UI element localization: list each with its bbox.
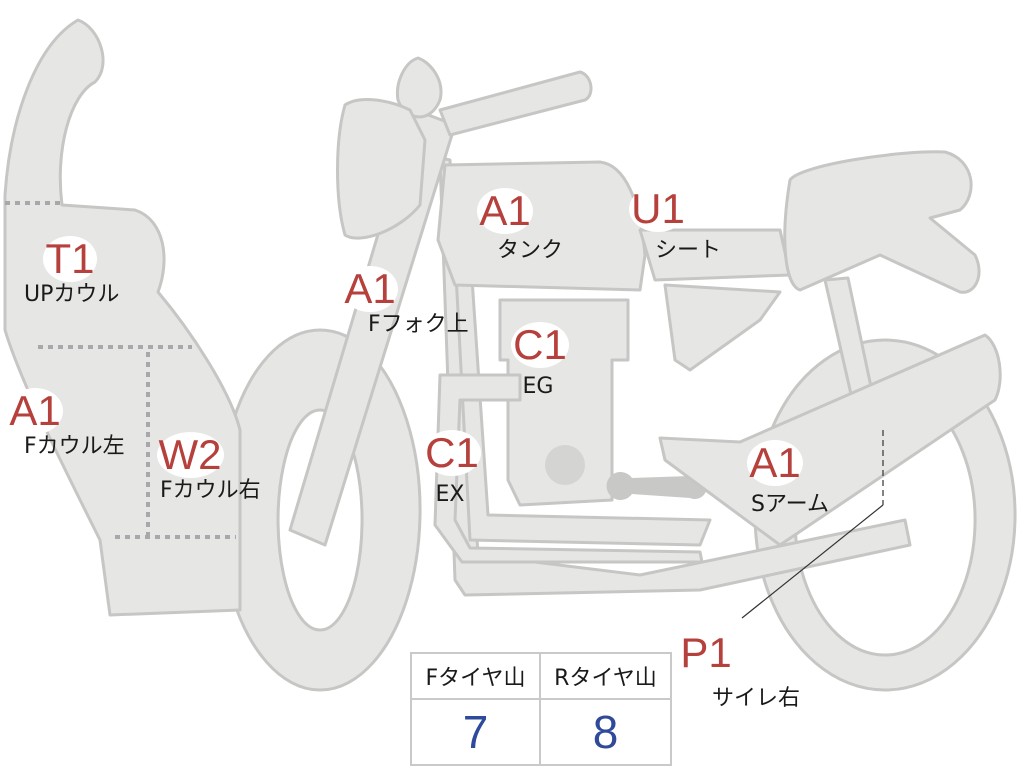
damage-code: A1 bbox=[747, 439, 803, 486]
foot-peg bbox=[606, 472, 707, 500]
label-engine: C1 EG bbox=[490, 322, 590, 400]
part-name: Fカウル右 bbox=[160, 478, 261, 503]
silencer-leader bbox=[741, 430, 884, 619]
label-tank: A1 タンク bbox=[460, 188, 580, 264]
damage-code: A1 bbox=[477, 187, 533, 234]
label-f-cowl-right: W2 Fカウル右 bbox=[150, 432, 270, 504]
part-name: EX bbox=[435, 482, 465, 507]
damage-code: U1 bbox=[629, 185, 687, 232]
label-up-cowl: T1 UPカウル bbox=[10, 236, 130, 308]
front-tire-value: 7 bbox=[412, 700, 541, 764]
label-swing-arm: A1 Sアーム bbox=[730, 440, 850, 518]
part-name: UPカウル bbox=[24, 282, 120, 307]
cowl-section-lines bbox=[5, 201, 236, 540]
part-name: シート bbox=[654, 238, 721, 263]
tail-cowl bbox=[783, 150, 981, 294]
damage-code: A1 bbox=[342, 265, 398, 312]
label-f-cowl-left: A1 Fカウル左 bbox=[0, 388, 140, 460]
front-fork bbox=[288, 108, 457, 547]
front-cowl bbox=[3, 18, 242, 617]
swing-arm bbox=[658, 333, 1002, 547]
part-name: Fカウル左 bbox=[24, 434, 125, 459]
label-f-fork-top: A1 Fフォク上 bbox=[340, 266, 480, 338]
part-name: Fフォク上 bbox=[368, 312, 469, 337]
part-name: EG bbox=[522, 374, 554, 399]
part-name: Sアーム bbox=[751, 492, 829, 517]
damage-code: C1 bbox=[423, 429, 481, 476]
damage-code: A1 bbox=[7, 387, 63, 434]
label-exhaust: C1 EX bbox=[412, 430, 492, 508]
rear-tire-header: Rタイヤ山 bbox=[541, 654, 670, 700]
label-silencer-r: P1 サイレ右 bbox=[676, 630, 816, 712]
tire-tread-table: Fタイヤ山 Rタイヤ山 7 8 bbox=[410, 652, 672, 766]
side-cover bbox=[663, 283, 782, 372]
handlebar bbox=[438, 70, 593, 137]
label-seat: U1 シート bbox=[628, 186, 738, 264]
front-tire-header: Fタイヤ山 bbox=[412, 654, 541, 700]
damage-code: P1 bbox=[678, 629, 734, 676]
rear-tire-value: 8 bbox=[592, 706, 619, 758]
mirror bbox=[395, 56, 443, 119]
exhaust-pipe bbox=[433, 373, 704, 564]
part-name: タンク bbox=[496, 238, 563, 263]
damage-code: C1 bbox=[511, 321, 569, 368]
headlight-cowl bbox=[336, 98, 427, 240]
damage-code: T1 bbox=[43, 235, 97, 282]
part-name: サイレ右 bbox=[711, 686, 800, 711]
engine-case bbox=[545, 445, 585, 485]
damage-code: W2 bbox=[156, 431, 224, 478]
